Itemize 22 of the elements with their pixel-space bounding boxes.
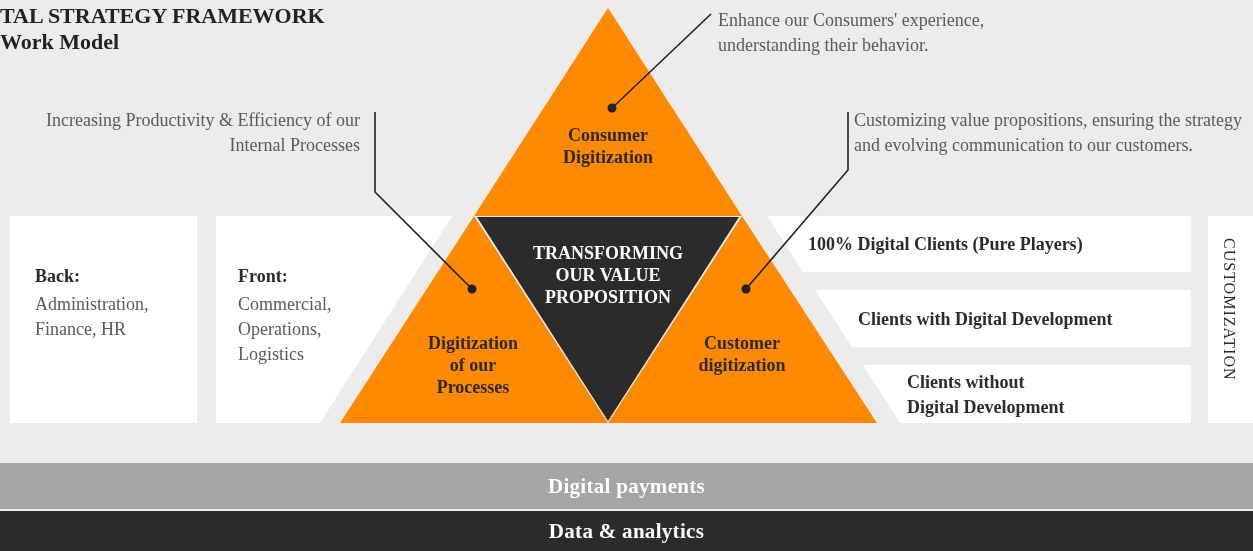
segment-label: Digitization of our Processes [427,332,519,398]
callout-text: Increasing Productivity & Efficiency of our Internal Processes [30,108,375,158]
leader-line [374,111,477,294]
card-heading: Back: [35,266,81,287]
section-band: Digital payments [0,463,1253,509]
leader-line [741,111,849,294]
card-heading: Clients with Digital Development [858,308,1114,331]
card-text: Administration, Finance, HR [35,293,150,341]
card-heading: Front: [238,266,289,287]
subtitle: Work Model [0,29,120,55]
segment-label: TRANSFORMING OUR VALUE PROPOSITION [532,242,684,308]
segment-label: Customer digitization [697,332,787,376]
diagram-title: TAL STRATEGY FRAMEWORK [0,3,325,29]
card-heading: Clients without Digital Development [907,371,1066,419]
callout-text: Enhance our Consumers' experience, understanding their behavior. [711,8,1041,58]
section-band: Data & analytics [0,511,1253,551]
card-text: Commercial, Operations, Logistics [238,293,333,366]
callout-text: Customizing value propositions, ensuring the strategy and evolving communication to our customers. [848,108,1243,158]
card-heading: 100% Digital Clients (Pure Players) [808,233,1084,256]
vertical-label: CUSTOMIZATION [1220,238,1238,381]
segment-label: Consumer Digitization [562,124,654,168]
leader-line [607,13,712,113]
